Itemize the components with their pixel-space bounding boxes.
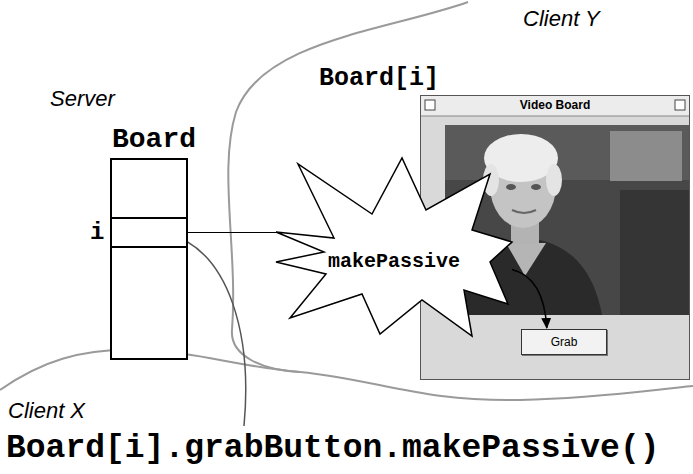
video-window: Board[i]Video BoardGrab bbox=[420, 95, 690, 380]
title-bar bbox=[421, 96, 689, 116]
region-name: Client X bbox=[8, 398, 85, 424]
window-icon bbox=[675, 100, 685, 110]
window-panel bbox=[420, 95, 690, 380]
region-name: Server bbox=[50, 86, 115, 112]
region-boundary bbox=[0, 350, 693, 400]
title-bar-edge bbox=[421, 116, 689, 117]
object-name: Board[i] bbox=[319, 66, 439, 91]
connector bbox=[186, 232, 276, 233]
method-name: makePassive bbox=[276, 250, 512, 274]
method-call: Board[i].grabButton.makePassive() bbox=[6, 430, 660, 468]
grab-button: Grab bbox=[521, 329, 607, 355]
button-label: Grab bbox=[522, 335, 606, 349]
video-photo bbox=[445, 125, 690, 315]
starburst-outline bbox=[276, 158, 512, 338]
index-label: i bbox=[90, 220, 104, 246]
connector bbox=[512, 270, 547, 328]
starburst-callout: makePassive bbox=[276, 158, 512, 338]
window-icon bbox=[425, 100, 435, 110]
array-box: Boardi bbox=[110, 158, 188, 360]
array-name: Board bbox=[112, 126, 196, 154]
array-cell: i bbox=[112, 217, 186, 248]
region-boundary bbox=[228, 2, 468, 372]
window-title: Video Board bbox=[421, 99, 689, 112]
region-name: Client Y bbox=[523, 6, 600, 32]
